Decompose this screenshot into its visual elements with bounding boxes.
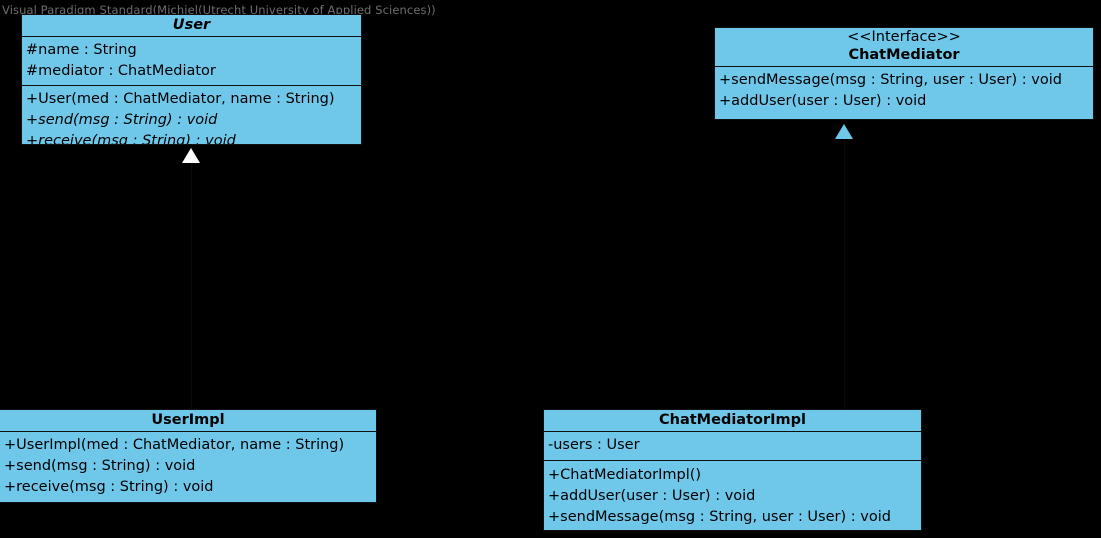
class-title-chatmediatorimpl: ChatMediatorImpl bbox=[659, 412, 806, 428]
operation-row: +send(msg : String) : void bbox=[4, 458, 196, 474]
class-stereotype-chatmediator: <<Interface>> bbox=[847, 29, 961, 45]
operation-row: +User(med : ChatMediator, name : String) bbox=[26, 91, 335, 107]
attribute-row: #name : String bbox=[26, 42, 137, 58]
class-title-userimpl: UserImpl bbox=[151, 412, 225, 428]
operation-row: +sendMessage(msg : String, user : User) … bbox=[548, 509, 891, 525]
operation-row: +UserImpl(med : ChatMediator, name : Str… bbox=[4, 437, 345, 453]
attributes-compartment-user: #name : String #mediator : ChatMediator bbox=[22, 36, 361, 85]
generalization-arrowhead-icon bbox=[182, 148, 200, 163]
generalization-connector-line-userimpl-to-user bbox=[191, 145, 192, 409]
class-box-userimpl[interactable]: UserImpl +UserImpl(med : ChatMediator, n… bbox=[0, 409, 377, 503]
class-box-user[interactable]: User #name : String #mediator : ChatMedi… bbox=[21, 14, 362, 145]
operation-row: +addUser(user : User) : void bbox=[548, 488, 756, 504]
operations-compartment-userimpl: +UserImpl(med : ChatMediator, name : Str… bbox=[0, 431, 376, 501]
operation-row: +addUser(user : User) : void bbox=[719, 93, 927, 109]
operation-row: +send(msg : String) : void bbox=[26, 112, 218, 128]
realization-connector-line-chatmediatorimpl-to-chatmediator bbox=[844, 120, 845, 409]
operation-row: +receive(msg : String) : void bbox=[4, 479, 214, 495]
class-title-chatmediator: ChatMediator bbox=[848, 47, 960, 63]
operation-row: +ChatMediatorImpl() bbox=[548, 467, 702, 483]
attributes-compartment-chatmediatorimpl: -users : User bbox=[544, 431, 921, 460]
class-title-user: User bbox=[172, 17, 211, 33]
class-box-chatmediator[interactable]: <<Interface>> ChatMediator +sendMessage(… bbox=[714, 27, 1094, 120]
watermark-text: Visual Paradigm Standard(Michiel(Utrecht… bbox=[2, 3, 436, 17]
attribute-row: #mediator : ChatMediator bbox=[26, 63, 216, 79]
class-name-compartment-chatmediatorimpl: ChatMediatorImpl bbox=[544, 410, 921, 431]
operations-compartment-chatmediator: +sendMessage(msg : String, user : User) … bbox=[715, 66, 1093, 115]
operation-row: +sendMessage(msg : String, user : User) … bbox=[719, 72, 1062, 88]
operations-compartment-chatmediatorimpl: +ChatMediatorImpl() +addUser(user : User… bbox=[544, 460, 921, 530]
class-box-chatmediatorimpl[interactable]: ChatMediatorImpl -users : User +ChatMedi… bbox=[543, 409, 922, 531]
attribute-row: -users : User bbox=[548, 437, 640, 453]
class-name-compartment-user: User bbox=[22, 15, 361, 36]
class-name-compartment-userimpl: UserImpl bbox=[0, 410, 376, 431]
realization-arrowhead-icon bbox=[835, 124, 853, 139]
class-name-compartment-chatmediator: <<Interface>> ChatMediator bbox=[715, 28, 1093, 66]
operations-compartment-user: +User(med : ChatMediator, name : String)… bbox=[22, 85, 361, 145]
operation-row: +receive(msg : String) : void bbox=[26, 133, 236, 145]
